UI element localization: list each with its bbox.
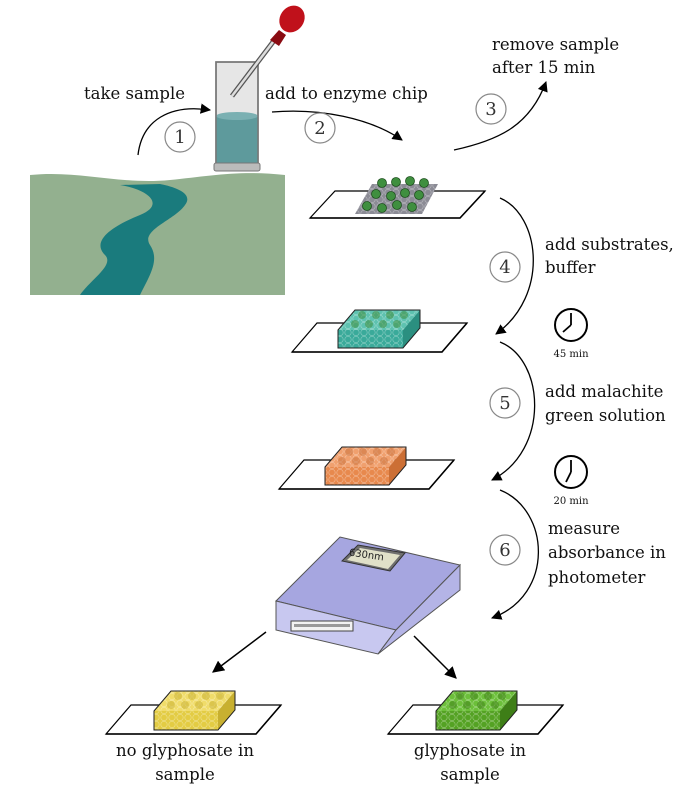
svg-text:5: 5 xyxy=(499,393,510,414)
arrow-step-5 xyxy=(491,341,536,481)
label-add-substrates-2: buffer xyxy=(545,258,596,277)
label-remove-sample-1: remove sample xyxy=(492,35,620,54)
step-1-marker: 1 xyxy=(164,121,196,153)
chip-green xyxy=(386,690,565,735)
arrow-step-3 xyxy=(453,81,548,151)
timer-45-label: 45 min xyxy=(553,349,589,360)
label-add-malachite-2: green solution xyxy=(545,406,666,425)
timer-20-label: 20 min xyxy=(553,496,589,507)
chip-orange xyxy=(277,446,456,490)
photometer: 630nm xyxy=(275,536,461,655)
label-measure-3: photometer xyxy=(548,568,646,587)
arrow-step-6 xyxy=(491,489,539,620)
arrow-to-negative xyxy=(212,631,267,673)
svg-text:2: 2 xyxy=(314,118,325,139)
svg-text:4: 4 xyxy=(499,257,510,278)
svg-text:1: 1 xyxy=(174,127,185,148)
step-6-marker: 6 xyxy=(489,534,521,566)
svg-text:3: 3 xyxy=(485,99,496,120)
arrow-step-4 xyxy=(495,197,534,335)
arrow-step-2 xyxy=(271,110,403,141)
timer-45-icon: 45 min xyxy=(553,308,589,360)
pipette xyxy=(230,5,305,98)
chip-yellow xyxy=(104,690,283,735)
label-glyphosate-1: glyphosate in xyxy=(413,741,527,760)
enzyme-chip xyxy=(308,176,487,219)
label-add-substrates-1: add substrates, xyxy=(545,235,674,254)
arrow-step-1 xyxy=(137,103,212,156)
label-add-malachite-1: add malachite xyxy=(545,382,664,401)
landscape-illustration xyxy=(30,173,285,295)
label-measure-1: measure xyxy=(548,519,620,538)
chip-teal xyxy=(290,309,469,353)
enzyme-beads xyxy=(362,176,429,213)
river xyxy=(80,184,188,295)
sample-tube xyxy=(213,61,261,172)
label-remove-sample-2: after 15 min xyxy=(492,58,596,77)
step-3-marker: 3 xyxy=(475,93,507,125)
label-no-glyphosate-2: sample xyxy=(155,765,215,784)
label-glyphosate-2: sample xyxy=(440,765,500,784)
svg-text:6: 6 xyxy=(499,540,510,561)
label-add-to-chip: add to enzyme chip xyxy=(265,84,428,103)
arrow-to-positive xyxy=(413,635,457,679)
timer-20-icon: 20 min xyxy=(553,455,589,507)
label-take-sample: take sample xyxy=(84,84,186,103)
step-5-marker: 5 xyxy=(489,387,521,419)
photometer-display: 630nm xyxy=(348,548,384,564)
label-measure-2: absorbance in xyxy=(548,543,666,562)
step-4-marker: 4 xyxy=(489,251,521,283)
step-2-marker: 2 xyxy=(304,112,336,144)
label-no-glyphosate-1: no glyphosate in xyxy=(116,741,254,760)
